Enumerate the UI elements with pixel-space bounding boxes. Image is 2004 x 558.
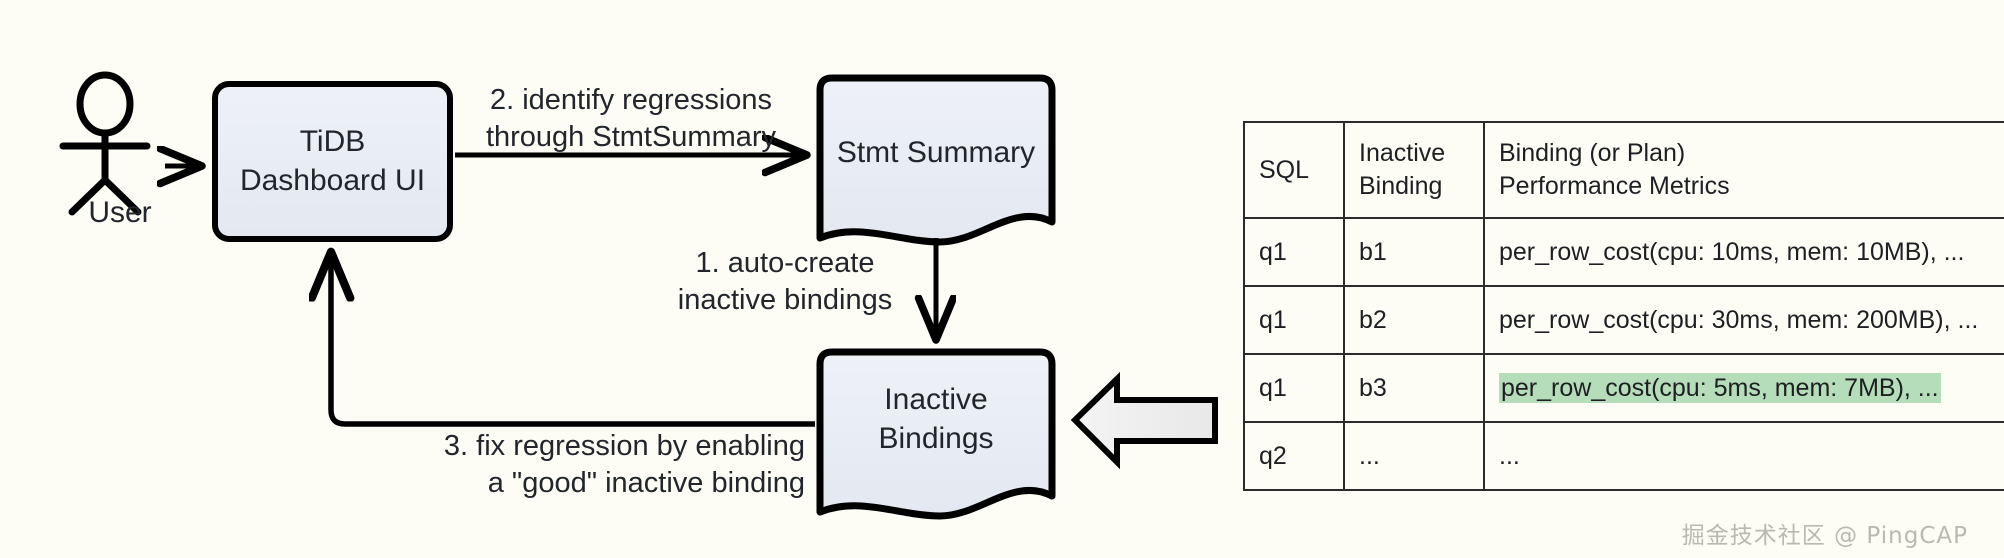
cell-binding: b1: [1343, 217, 1485, 287]
edge-inactive-bindings-to-dashboard: [331, 254, 815, 427]
metrics-text: ...: [1499, 441, 1520, 470]
binding-performance-metrics-table: SQL Inactive Binding Binding (or Plan) P…: [1243, 121, 2004, 491]
edge-label-auto-create-inactive-bindings: 1. auto-create inactive bindings: [677, 247, 893, 317]
node-stmt-summary[interactable]: [816, 74, 1056, 246]
cell-sql: q1: [1243, 217, 1345, 287]
table-row[interactable]: q1 b1 per_row_cost(cpu: 10ms, mem: 10MB)…: [1243, 217, 2004, 287]
watermark: 掘金技术社区 @ PingCAP: [1681, 523, 1968, 549]
edge-table-to-inactive-bindings-block-arrow: [1070, 371, 1218, 470]
cell-binding: b2: [1343, 285, 1485, 355]
node-inactive-bindings[interactable]: [816, 348, 1056, 520]
cell-metrics: per_row_cost(cpu: 30ms, mem: 200MB), ...: [1483, 285, 2004, 355]
table-header-sql: SQL: [1243, 121, 1345, 219]
table-header-binding: Inactive Binding: [1343, 121, 1485, 219]
metrics-text: per_row_cost(cpu: 10ms, mem: 10MB), ...: [1499, 237, 1965, 266]
table-row[interactable]: q2 ... ...: [1243, 421, 2004, 491]
metrics-text: per_row_cost(cpu: 30ms, mem: 200MB), ...: [1499, 305, 1979, 334]
cell-metrics: per_row_cost(cpu: 10ms, mem: 10MB), ...: [1483, 217, 2004, 287]
user-actor-caption: User: [88, 196, 152, 229]
table-row[interactable]: q1 b3 per_row_cost(cpu: 5ms, mem: 7MB), …: [1243, 353, 2004, 423]
edge-label-identify-regressions: 2. identify regressions through StmtSumm…: [485, 84, 777, 154]
cell-binding: ...: [1343, 421, 1485, 491]
cell-sql: q1: [1243, 285, 1345, 355]
cell-metrics: per_row_cost(cpu: 5ms, mem: 7MB), ...: [1483, 353, 2004, 423]
cell-metrics: ...: [1483, 421, 2004, 491]
table-header-row: SQL Inactive Binding Binding (or Plan) P…: [1243, 121, 2004, 219]
user-actor-icon: [59, 71, 151, 216]
table-header-metrics: Binding (or Plan) Performance Metrics: [1483, 121, 2004, 219]
cell-binding: b3: [1343, 353, 1485, 423]
edge-label-fix-regression: 3. fix regression by enabling a "good" i…: [443, 430, 805, 500]
cell-sql: q1: [1243, 353, 1345, 423]
node-tidb-dashboard-ui[interactable]: [212, 81, 453, 242]
cell-sql: q2: [1243, 421, 1345, 491]
table-row[interactable]: q1 b2 per_row_cost(cpu: 30ms, mem: 200MB…: [1243, 285, 2004, 355]
metrics-text-highlighted: per_row_cost(cpu: 5ms, mem: 7MB), ...: [1499, 372, 1941, 403]
